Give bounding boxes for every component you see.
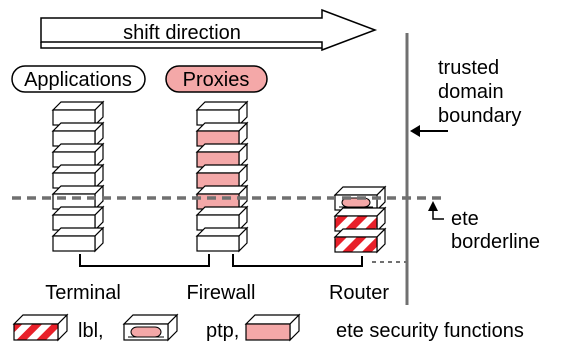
terminal-layer-box [51,226,105,253]
router-layer-box [333,227,387,254]
proxies-pill: Proxies [165,65,268,93]
boundary-label-line-2: domain [438,81,504,103]
firewall-label: Firewall [187,282,256,304]
borderline-arrowhead-icon [428,201,438,211]
legend-lbl-swatch [12,313,69,342]
legend-lbl-box-icon [12,313,69,342]
terminal-layer-box [51,163,105,190]
terminal-layer-box [51,100,105,127]
legend-ete-label: ete security functions [336,320,524,342]
applications-pill: Applications [11,65,146,93]
shift-direction-label: shift direction [123,22,241,44]
terminal-layer-box [51,121,105,148]
boundary-label-line-1: trusted [438,57,499,79]
terminal-layer-box [51,205,105,232]
firewall-layer-box [195,205,249,232]
legend: lbl, ptp, ete security functions [12,313,524,342]
proxies-label: Proxies [183,69,250,91]
firewall-stack [195,100,249,253]
legend-lbl-label: lbl, [78,320,104,342]
terminal-stack [51,100,105,253]
legend-ptp-swatch [122,313,179,342]
router-label: Router [329,282,389,304]
legend-ete-box-icon [244,313,301,342]
boundary-arrowhead-icon [410,125,420,137]
applications-label: Applications [24,69,132,91]
terminal-label: Terminal [45,282,121,304]
network-links [79,254,363,267]
firewall-layer-box [195,121,249,148]
borderline-label-line-2: borderline [451,231,540,253]
terminal-layer-box [51,142,105,169]
firewall-layer-box [195,142,249,169]
legend-ptp-box-icon [122,313,179,342]
legend-ptp-label: ptp, [206,320,239,342]
firewall-layer-box [195,226,249,253]
ete-borderline-annotation: ete borderline [428,201,540,253]
borderline-label-line-1: ete [451,208,479,230]
router-layer-box [333,206,387,233]
firewall-layer-box [195,163,249,190]
router-stack [333,185,387,254]
boundary-label-line-3: boundary [438,105,521,127]
shift-direction-arrow: shift direction [40,8,378,52]
legend-ete-swatch [244,313,301,342]
firewall-layer-box [195,100,249,127]
trusted-domain-boundary-annotation: trusted domain boundary [410,57,521,137]
